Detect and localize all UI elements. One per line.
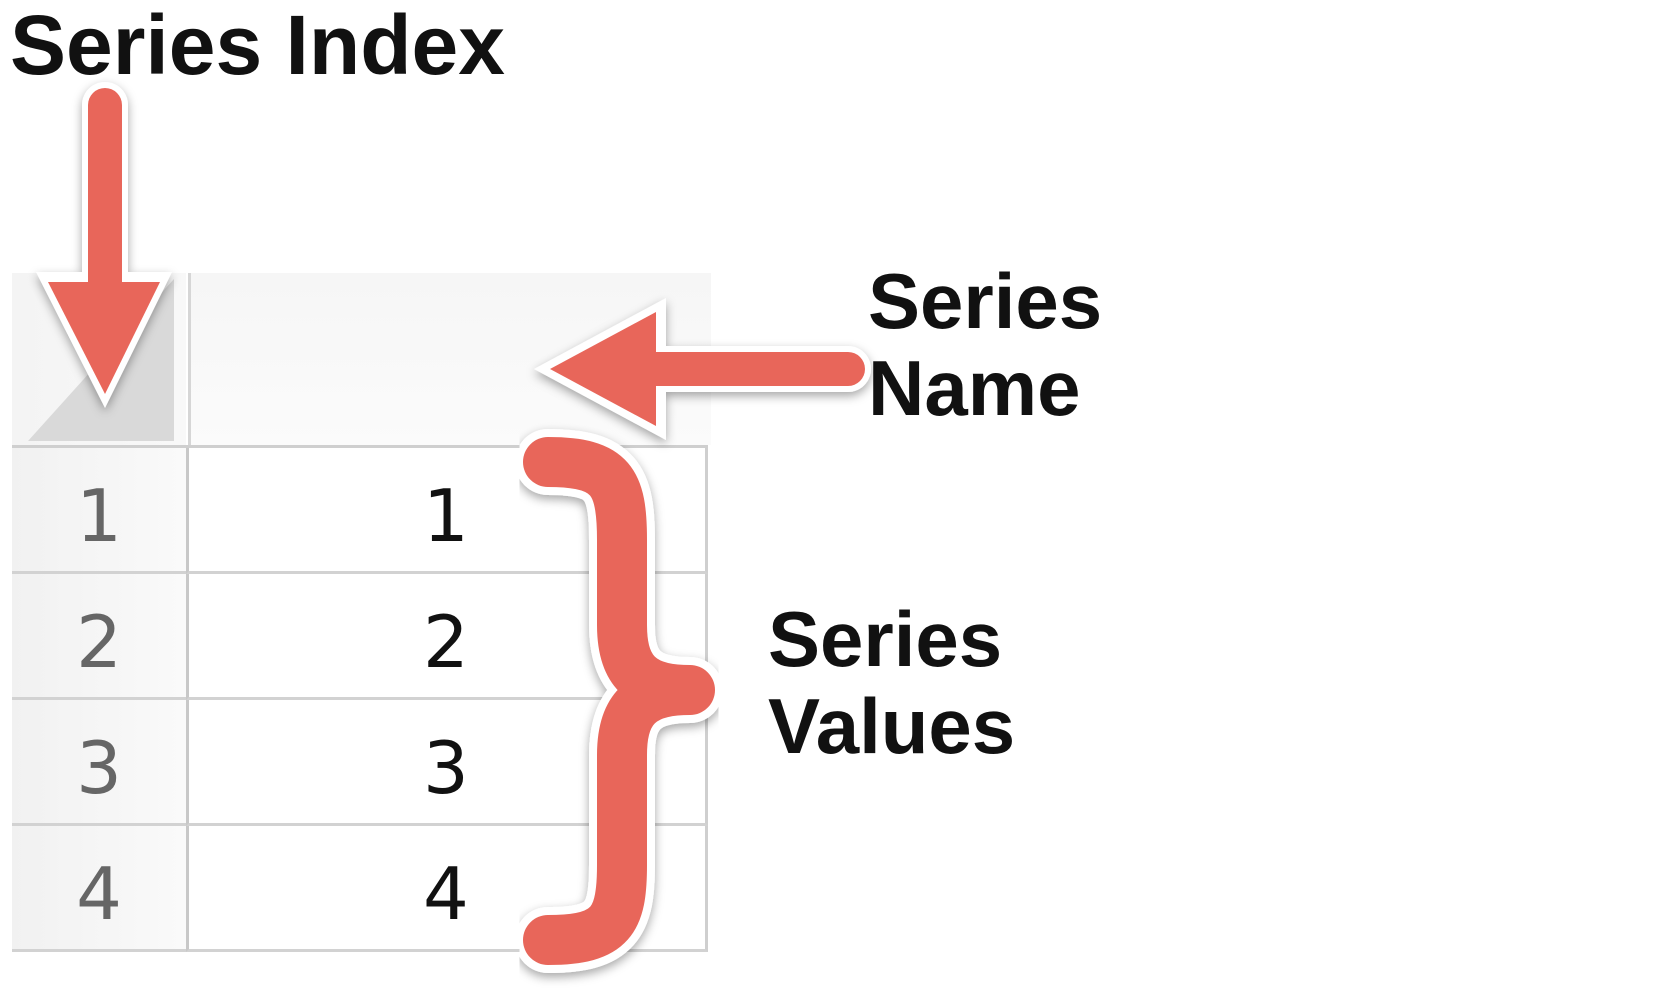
row-header-1[interactable]: 1 bbox=[12, 448, 186, 574]
row-index-label: 3 bbox=[76, 726, 122, 810]
row-index-label: 2 bbox=[76, 600, 122, 684]
series-name-label-line2: Name bbox=[868, 344, 1081, 433]
cell-value: 3 bbox=[423, 726, 469, 810]
cell-a4[interactable]: 4 bbox=[186, 826, 708, 952]
series-name-label-line1: Series bbox=[868, 257, 1103, 345]
row-header-2[interactable]: 2 bbox=[12, 574, 186, 700]
row-index-label: 1 bbox=[76, 474, 122, 558]
row-header-3[interactable]: 3 bbox=[12, 700, 186, 826]
cell-a1[interactable]: 1 bbox=[186, 448, 708, 574]
cell-a3[interactable]: 3 bbox=[186, 700, 708, 826]
column-header-a[interactable]: A bbox=[188, 273, 711, 445]
row-header-4[interactable]: 4 bbox=[12, 826, 186, 952]
select-all-corner[interactable] bbox=[12, 273, 186, 445]
cell-value: 1 bbox=[423, 474, 469, 558]
select-all-triangle-icon bbox=[28, 279, 174, 441]
cell-value: 4 bbox=[423, 852, 469, 936]
column-header-label: A bbox=[599, 325, 649, 409]
spreadsheet-fragment: A 1 1 2 2 3 3 4 4 bbox=[12, 273, 711, 959]
series-values-label-line2: Values bbox=[768, 682, 1016, 771]
row-index-label: 4 bbox=[76, 852, 122, 936]
series-values-label-line1: Series bbox=[768, 595, 1003, 683]
header-divider bbox=[12, 445, 708, 448]
series-index-label: Series Index bbox=[10, 0, 505, 92]
cell-a2[interactable]: 2 bbox=[186, 574, 708, 700]
series-name-label: Series Name bbox=[868, 257, 1103, 433]
series-values-label: Series Values bbox=[768, 595, 1016, 771]
cell-value: 2 bbox=[423, 600, 469, 684]
